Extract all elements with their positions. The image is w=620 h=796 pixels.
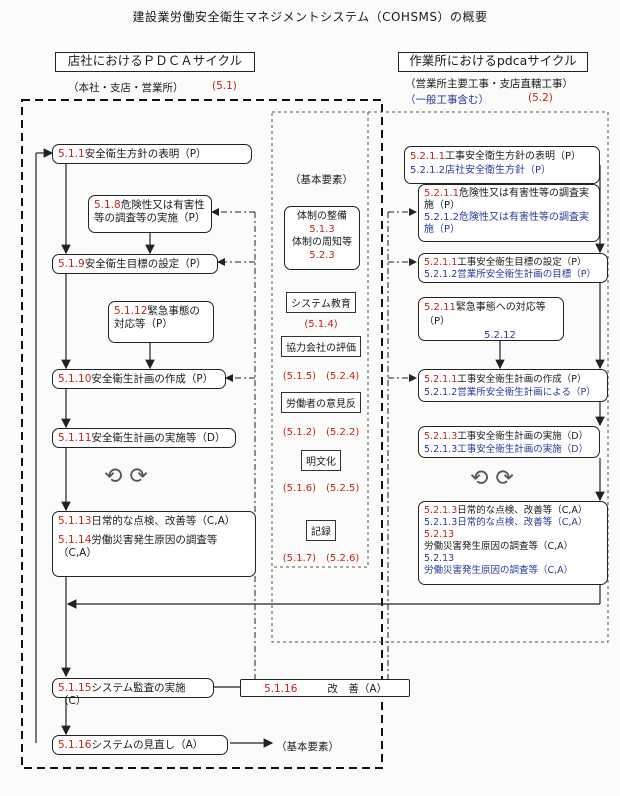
box-5-2-11: 5.2.11緊急事態への対応等（P） 5.2.12 [418, 297, 564, 341]
element-contractor-eval: 協力会社の評価 (5.1.5) (5.2.4) [280, 336, 362, 382]
element-records: 記録 (5.1.7) (5.2.6) [280, 520, 362, 564]
box-5-1-12: 5.1.12緊急事態の対応等（P） [108, 301, 214, 343]
cycle-arrows-icon: ⟲ ⟳ [470, 466, 514, 491]
box-5-1-1: 5.1.1安全衛生方針の表明（P） [52, 144, 252, 164]
left-frame [21, 99, 383, 769]
element-documentation: 明文化 (5.1.6) (5.2.5) [280, 450, 362, 494]
right-scope-1: （営業所主要工事・支店直轄工事） [405, 78, 573, 90]
box-5-2-1-1-target: 5.2.1.1工事安全衛生目標の設定（P） 5.2.1.2営業所安全衛生計画の目… [418, 253, 608, 283]
box-5-1-8: 5.1.8危険性又は有害性等の調査等の実施（P） [88, 195, 212, 233]
right-header: 作業所におけるpdcaサイクル [398, 52, 588, 72]
left-scope: （本社・支店・営業所） [68, 82, 184, 94]
element-worker-opinion: 労働者の意見反 (5.1.2) (5.2.2) [280, 392, 362, 438]
cycle-arrows-icon: ⟲ ⟳ [104, 464, 148, 489]
right-scope-2: （一般工事含む） [405, 94, 489, 106]
box-5-2-1-3-check: 5.2.1.3日常的な点検、改善等（C,A） 5.2.1.3日常的な点検、改善等… [418, 501, 608, 585]
box-5-1-11: 5.1.11安全衛生計画の実施等（D） [52, 428, 236, 448]
box-5-2-1-1: 5.2.1.1工事安全衛生方針の表明（P） 5.2.1.2店社安全衛生方針（P） [404, 146, 600, 184]
basic-element-note: （基本要素） [276, 741, 339, 753]
box-5-1-13: 5.1.13日常的な点検、改善等（C,A） 5.1.14労働災害発生原因の調査等… [52, 511, 256, 577]
right-frame [271, 111, 609, 643]
diagram-title: 建設業労働安全衛生マネジメントシステム（COHSMS）の概要 [132, 10, 488, 24]
right-ref: (5.2) [528, 92, 553, 104]
box-5-1-9: 5.1.9安全衛生目標の設定（P） [52, 254, 218, 274]
box-5-1-16: 5.1.16システムの見直し（A） [52, 735, 228, 755]
element-organization: 体制の整備 5.1.3 体制の周知等 5.2.3 [284, 206, 360, 270]
box-5-2-1-1-hazard: 5.2.1.1危険性又は有害性等の調査実施（P） 5.2.1.2危険性又は有害性… [418, 184, 600, 242]
element-education: システム教育 (5.1.4) [280, 292, 362, 330]
center-heading: （基本要素） [290, 174, 353, 186]
box-5-1-10: 5.1.10安全衛生計画の作成（P） [52, 369, 226, 389]
left-header: 店社におけるＰＤＣＡサイクル [55, 52, 255, 72]
left-ref: (5.1) [212, 80, 237, 92]
box-5-2-1-3-implement: 5.2.1.3工事安全衛生計画の実施（D） 5.2.1.3工事安全衛生計画の実施… [418, 426, 600, 458]
box-5-2-1-1-plan: 5.2.1.1工事安全衛生計画の作成（P） 5.2.1.2営業所安全衛生計画によ… [418, 369, 608, 402]
box-5-1-15: 5.1.15システム監査の実施（C） [52, 678, 214, 707]
